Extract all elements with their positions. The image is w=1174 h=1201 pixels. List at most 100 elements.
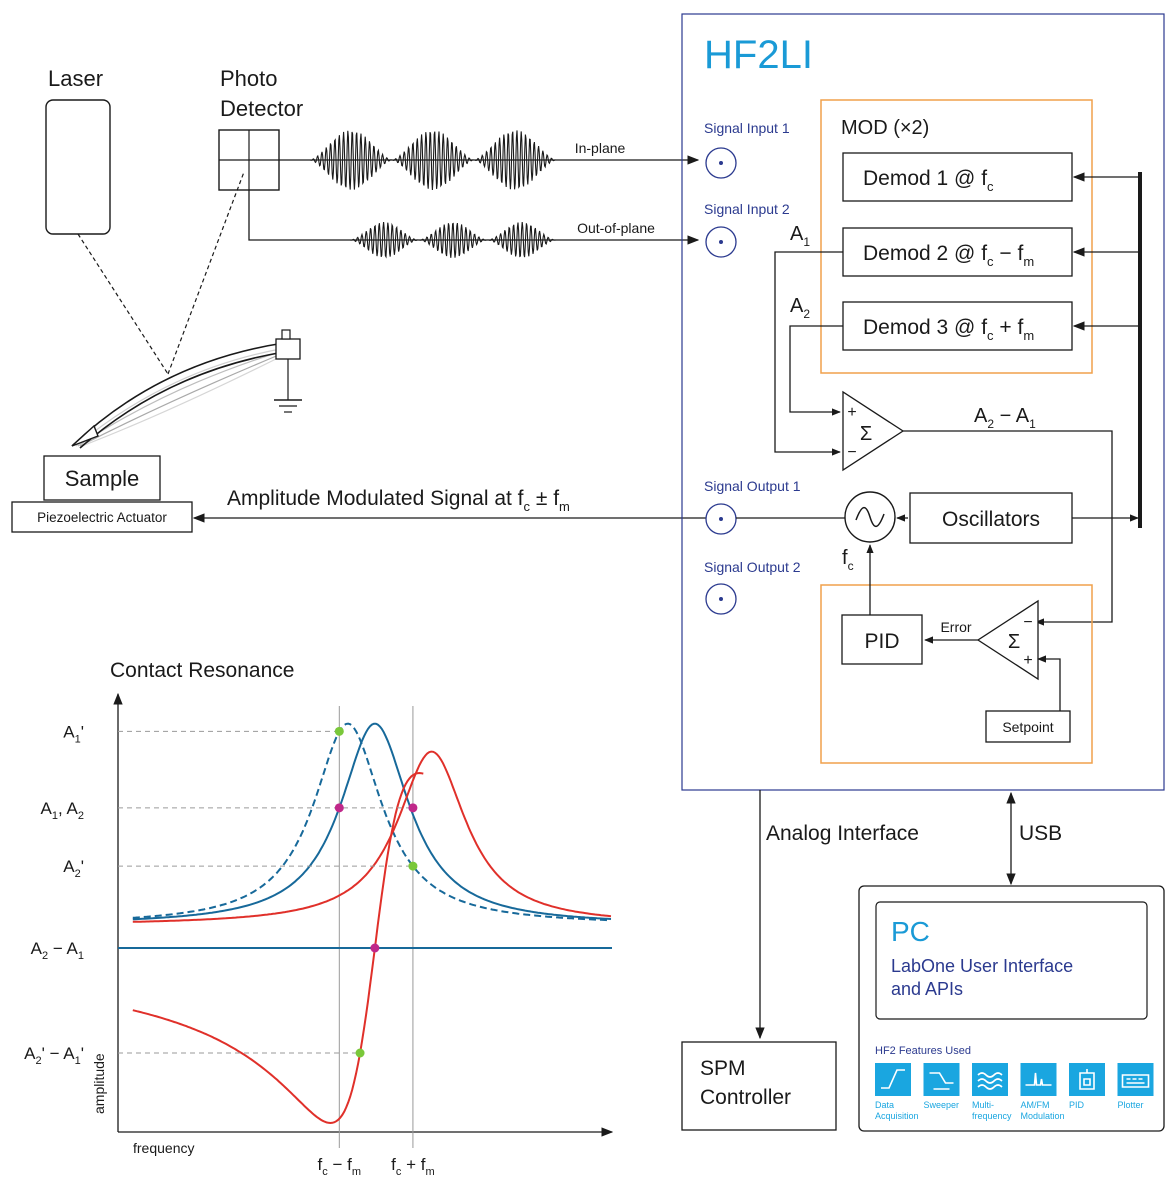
out-of-plane-label: Out-of-plane	[577, 220, 655, 236]
x-mark-label: fc + fm	[391, 1155, 435, 1178]
y-mark-label: A1, A2	[41, 799, 84, 822]
a2-label: A2	[790, 295, 810, 321]
chart-title: Contact Resonance	[110, 659, 294, 682]
signal-output-2-connector[interactable]	[705, 583, 737, 615]
y-mark-label: A2' − A1'	[24, 1044, 84, 1067]
data-point	[370, 943, 380, 953]
a2-minus-a1-wire	[903, 430, 1113, 626]
setpoint-wire	[1037, 655, 1061, 711]
a1-wire	[774, 251, 843, 456]
laser-label: Laser	[48, 66, 103, 91]
diff-amp-sigma: Σ	[860, 423, 872, 445]
feature-label: Plotter	[1118, 1100, 1144, 1110]
pc-subtitle-line1: LabOne User Interface	[891, 956, 1073, 976]
error-amp-minus: −	[1023, 614, 1032, 631]
sample-box	[43, 455, 161, 501]
cantilever	[71, 329, 302, 449]
usb-label: USB	[1019, 822, 1062, 845]
feature-label: Modulation	[1021, 1111, 1065, 1121]
mod-box	[820, 99, 1093, 374]
pid-icon: PID	[1069, 1063, 1105, 1110]
error-amp-sigma: Σ	[1008, 631, 1020, 653]
contact-resonance-chart: frequency amplitude A1' A1, A2 A2' A2 − A1 A2'…	[24, 692, 614, 1178]
setpoint-label: Setpoint	[1002, 719, 1053, 735]
feature-label: frequency	[972, 1111, 1012, 1121]
laser-beam-incident	[77, 233, 169, 375]
out-of-plane-line	[248, 190, 700, 245]
demod1-label: Demod 1 @ fc	[863, 167, 994, 194]
feature-label: AM/FM	[1021, 1100, 1050, 1110]
pid-block	[841, 614, 923, 665]
signal-input-1-label: Signal Input 1	[704, 120, 790, 136]
y-mark-label: A2'	[63, 857, 84, 880]
y-mark-label: A2 − A1	[31, 939, 84, 962]
spm-controller-box	[681, 1041, 837, 1131]
difference-amplifier	[842, 390, 905, 472]
x-axis-label: frequency	[133, 1140, 194, 1156]
data-point	[408, 861, 418, 871]
features-title: HF2 Features Used	[875, 1045, 971, 1057]
in-plane-label: In-plane	[575, 140, 626, 156]
spm-controller-line1: SPM	[700, 1057, 746, 1080]
analog-interface-label: Analog Interface	[766, 822, 919, 845]
sweeper-icon: Sweeper	[923, 1063, 960, 1110]
pid-box	[820, 584, 1093, 764]
spm-controller-line2: Controller	[700, 1086, 791, 1109]
am-signal-label: Amplitude Modulated Signal at fc ± fm	[227, 487, 570, 514]
demod1-box	[842, 152, 1073, 202]
feature-label: PID	[1069, 1100, 1085, 1110]
fc-label: fc	[842, 547, 854, 573]
feature-label: Sweeper	[924, 1100, 960, 1110]
signal-input-2-label: Signal Input 2	[704, 201, 790, 217]
out-of-plane-waveform	[349, 221, 556, 259]
data-point	[334, 726, 344, 736]
diff-amp-minus: −	[847, 444, 856, 461]
pc-title: PC	[891, 916, 930, 947]
pc-screen	[875, 901, 1148, 1020]
hf2li-box	[681, 13, 1165, 791]
a2-wire	[789, 325, 843, 416]
laser-beam-reflected	[167, 171, 245, 375]
piezo-actuator-box	[11, 501, 193, 533]
data-point	[408, 803, 418, 813]
photo-detector-label-line1: Photo	[220, 66, 278, 91]
photo-detector	[218, 129, 280, 191]
multi-frequency-icon: Multi-frequency	[972, 1063, 1012, 1121]
mod-title: MOD (×2)	[841, 117, 929, 139]
y-axis-label: amplitude	[91, 1053, 107, 1114]
shifted-resonance-series	[132, 750, 612, 923]
signal-output-1-label: Signal Output 1	[704, 478, 801, 494]
oscillators-label: Oscillators	[942, 508, 1040, 531]
in-plane-waveform	[309, 130, 556, 191]
photo-detector-label-line2: Detector	[220, 96, 303, 121]
error-amplifier	[976, 599, 1039, 681]
signal-output-1-connector[interactable]	[705, 503, 737, 535]
pid-label: PID	[864, 630, 899, 653]
signal-input-1-connector[interactable]	[705, 147, 737, 179]
data-point	[355, 1048, 365, 1058]
setpoint-box	[985, 710, 1071, 743]
x-mark-label: fc − fm	[318, 1155, 362, 1178]
plotter-icon: Plotter	[1117, 1063, 1154, 1110]
y-mark-label: A1'	[63, 722, 84, 745]
pc-subtitle-line2: and APIs	[891, 979, 963, 999]
sample-label: Sample	[65, 466, 140, 491]
laser-body	[45, 99, 111, 235]
signal-input-2-connector[interactable]	[705, 226, 737, 258]
demod3-box	[842, 301, 1073, 351]
feature-label: Acquisition	[875, 1111, 919, 1121]
signal-output-2-label: Signal Output 2	[704, 559, 801, 575]
data-point	[334, 803, 344, 813]
sine-source	[844, 491, 896, 543]
a1-label: A1	[790, 223, 810, 249]
diff-amp-plus: +	[847, 404, 856, 421]
demod2-label: Demod 2 @ fc − fm	[863, 242, 1034, 269]
a2-minus-a1-label: A2 − A1	[974, 405, 1036, 431]
hf2li-title: HF2LI	[704, 33, 813, 77]
feature-label: Data	[875, 1100, 894, 1110]
solid-resonance-series	[132, 722, 612, 921]
